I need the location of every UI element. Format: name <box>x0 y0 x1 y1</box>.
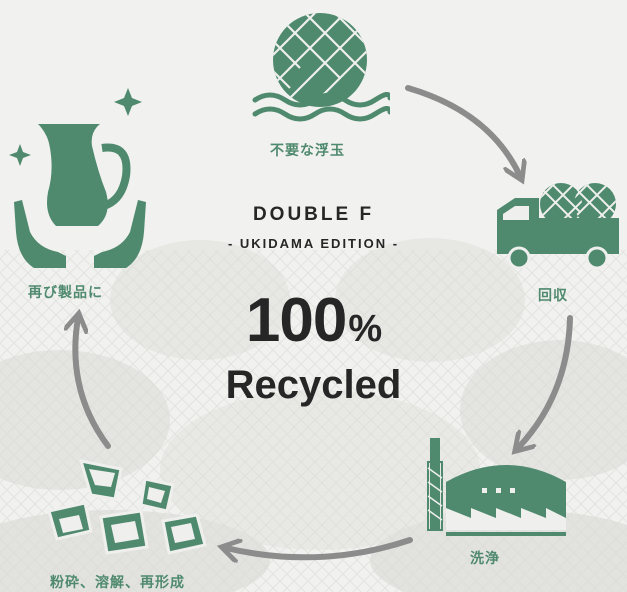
arrow-collection-to-cleaning <box>518 315 573 448</box>
step-label-unwanted-floats: 不要な浮玉 <box>270 143 345 159</box>
pitcher-in-hands-icon <box>9 88 146 268</box>
arrow-float-to-collection <box>405 85 520 176</box>
percent-sign: % <box>348 308 382 350</box>
collection-truck-icon <box>497 183 619 270</box>
edition-subtitle: - UKIDAMA EDITION - <box>227 236 400 251</box>
step-label-back-to-product: 再び製品に <box>28 285 103 301</box>
step-label-crush-melt-reform: 粉砕、溶解、再形成 <box>50 575 185 591</box>
recycled-label: Recycled <box>225 363 402 407</box>
arrow-cleaning-to-crushing <box>226 537 413 557</box>
factory-icon <box>427 438 566 536</box>
recycled-percentage: 100% <box>0 288 627 362</box>
arrow-crushing-to-product <box>75 318 111 449</box>
crushed-fragments-icon <box>47 459 207 555</box>
percent-value: 100 <box>245 286 347 355</box>
net-float-in-water-icon <box>252 13 390 122</box>
step-label-cleaning: 洗浄 <box>470 551 500 567</box>
brand-title: DOUBLE F <box>252 204 375 225</box>
step-label-collection: 回収 <box>538 288 568 304</box>
